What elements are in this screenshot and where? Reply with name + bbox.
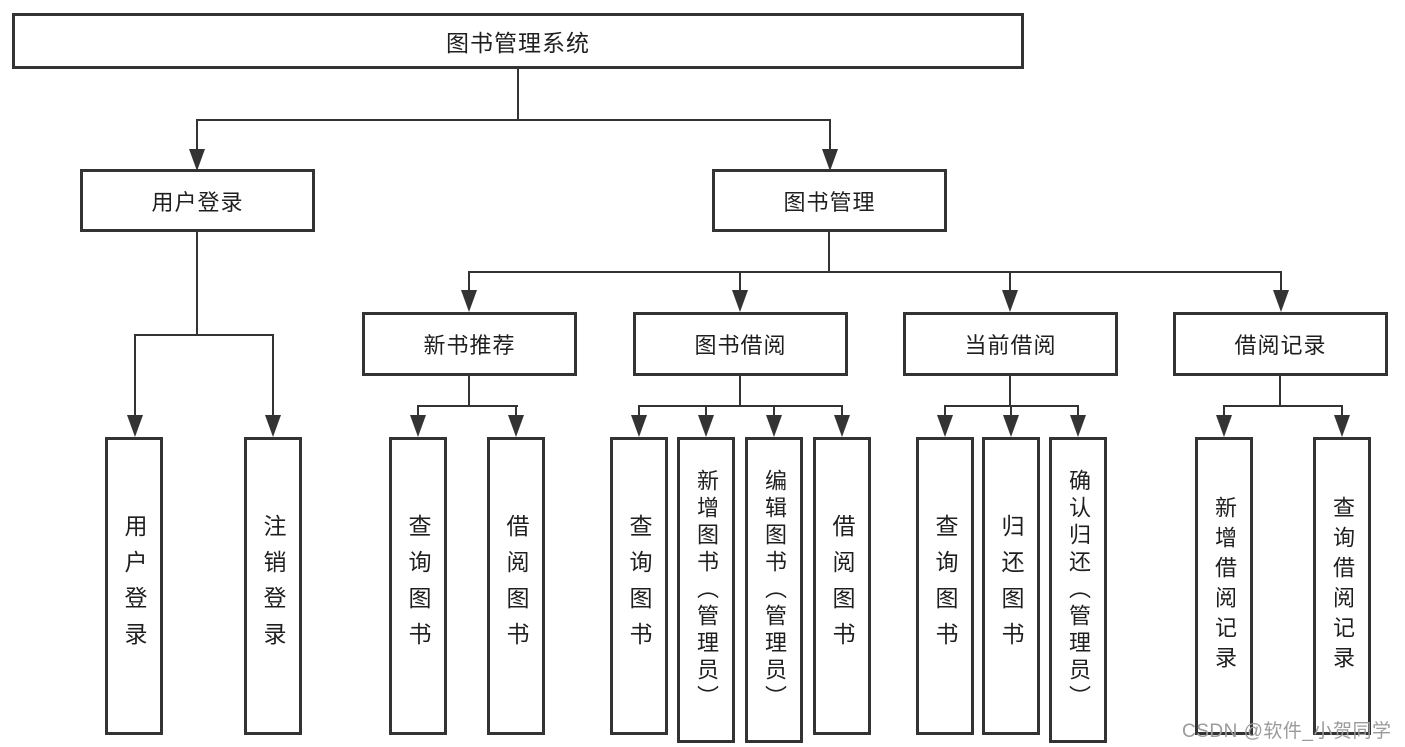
- connector-line: [196, 119, 831, 121]
- arrowhead-icon: [1003, 415, 1019, 437]
- node-borrow-records: 借阅记录: [1173, 312, 1388, 376]
- connector-line: [196, 119, 198, 153]
- connector-line: [1223, 405, 1225, 421]
- arrowhead-icon: [698, 415, 714, 437]
- connector-line: [638, 405, 843, 407]
- connector-line: [134, 334, 274, 336]
- connector-line: [1279, 376, 1281, 407]
- connector-line: [134, 334, 136, 419]
- arrowhead-icon: [937, 415, 953, 437]
- node-root-library-system: 图书管理系统: [12, 13, 1024, 69]
- node-label: 当前借阅: [964, 333, 1057, 358]
- connector-line: [417, 405, 518, 407]
- connector-line: [1341, 405, 1343, 421]
- node-label: 借阅图书: [503, 514, 529, 658]
- arrowhead-icon: [189, 149, 205, 171]
- arrowhead-icon: [127, 415, 143, 437]
- node-label: 图书管理系统: [446, 30, 590, 56]
- node-new-book-recommend: 新书推荐: [362, 312, 577, 376]
- arrowhead-icon: [410, 415, 426, 437]
- arrowhead-icon: [1070, 415, 1086, 437]
- node-label: 归还图书: [998, 514, 1024, 658]
- node-book-management: 图书管理: [712, 169, 947, 232]
- arrowhead-icon: [1002, 290, 1018, 312]
- connector-line: [468, 271, 1282, 273]
- arrowhead-icon: [1216, 415, 1232, 437]
- connector-line: [1009, 376, 1011, 407]
- arrowhead-icon: [1334, 415, 1350, 437]
- leaf-query-borrow-record: 查询借阅记录: [1313, 437, 1371, 735]
- node-book-borrowing: 图书借阅: [633, 312, 848, 376]
- leaf-query-books-recommend: 查询图书: [389, 437, 447, 735]
- arrowhead-icon: [834, 415, 850, 437]
- node-label: 确认归还（管理员）: [1066, 468, 1091, 712]
- connector-line: [705, 405, 707, 421]
- arrowhead-icon: [461, 290, 477, 312]
- leaf-query-books-current: 查询图书: [916, 437, 974, 735]
- connector-line: [196, 232, 198, 336]
- leaf-borrow-books-recommend: 借阅图书: [487, 437, 545, 735]
- arrowhead-icon: [631, 415, 647, 437]
- arrowhead-icon: [822, 149, 838, 171]
- leaf-add-borrow-record: 新增借阅记录: [1195, 437, 1253, 735]
- connector-line: [638, 405, 640, 421]
- connector-line: [468, 376, 470, 407]
- node-label: 查询借阅记录: [1330, 496, 1355, 676]
- leaf-user-login: 用户登录: [105, 437, 163, 735]
- leaf-logout: 注销登录: [244, 437, 302, 735]
- arrowhead-icon: [766, 415, 782, 437]
- node-label: 编辑图书（管理员）: [762, 468, 787, 712]
- leaf-query-books-borrowing: 查询图书: [610, 437, 668, 735]
- node-label: 借阅图书: [829, 514, 855, 658]
- node-label: 借阅记录: [1234, 333, 1327, 358]
- connector-line: [828, 232, 830, 273]
- connector-line: [1077, 405, 1079, 421]
- connector-line: [468, 271, 470, 293]
- node-user-login: 用户登录: [80, 169, 315, 232]
- node-label: 用户登录: [121, 514, 147, 658]
- node-label: 新增借阅记录: [1212, 496, 1237, 676]
- connector-line: [739, 376, 741, 407]
- node-label: 查询图书: [626, 514, 652, 658]
- leaf-borrow-books-borrowing: 借阅图书: [813, 437, 871, 735]
- connector-line: [829, 119, 831, 153]
- node-label: 查询图书: [405, 514, 431, 658]
- connector-line: [517, 68, 519, 121]
- arrowhead-icon: [508, 415, 524, 437]
- node-label: 查询图书: [932, 514, 958, 658]
- connector-line: [841, 405, 843, 421]
- connector-line: [1223, 405, 1343, 407]
- node-label: 新增图书（管理员）: [694, 468, 719, 712]
- node-label: 图书借阅: [694, 333, 787, 358]
- connector-line: [515, 405, 517, 421]
- leaf-return-books: 归还图书: [982, 437, 1040, 735]
- arrowhead-icon: [732, 290, 748, 312]
- connector-line: [944, 405, 946, 421]
- node-label: 图书管理: [783, 189, 876, 215]
- leaf-confirm-return-admin: 确认归还（管理员）: [1049, 437, 1107, 743]
- csdn-watermark: CSDN @软件_小贺同学: [1182, 721, 1392, 742]
- connector-line: [1009, 271, 1011, 293]
- connector-line: [272, 334, 274, 419]
- connector-line: [1280, 271, 1282, 293]
- leaf-edit-books-admin: 编辑图书（管理员）: [745, 437, 803, 743]
- node-label: 注销登录: [260, 514, 286, 658]
- connector-line: [1010, 405, 1012, 421]
- arrowhead-icon: [1273, 290, 1289, 312]
- connector-line: [739, 271, 741, 293]
- node-label: 用户登录: [151, 189, 244, 215]
- node-label: 新书推荐: [423, 333, 516, 358]
- connector-line: [773, 405, 775, 421]
- connector-line: [417, 405, 419, 421]
- node-current-borrowing: 当前借阅: [903, 312, 1118, 376]
- leaf-add-books-admin: 新增图书（管理员）: [677, 437, 735, 743]
- arrowhead-icon: [265, 415, 281, 437]
